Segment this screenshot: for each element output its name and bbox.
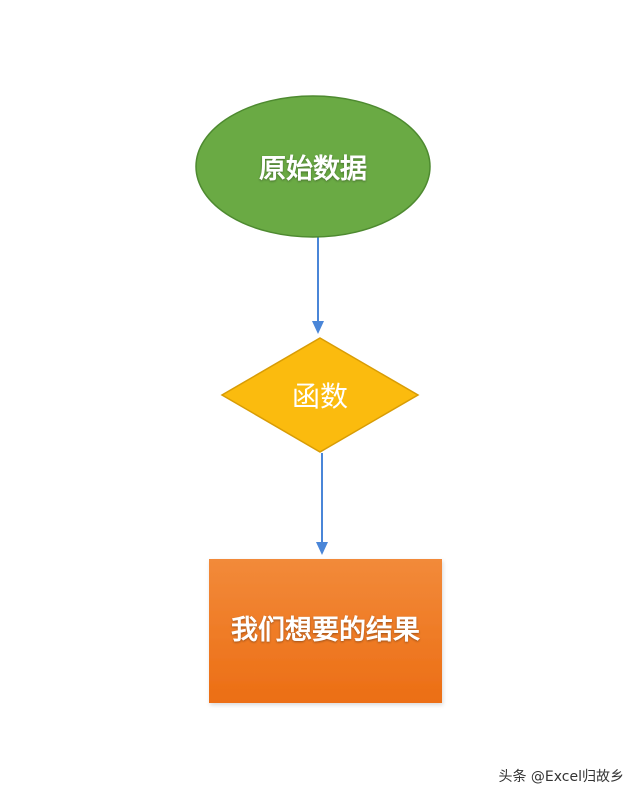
result-node-label: 我们想要的结果 <box>231 615 420 646</box>
start-node-ellipse[interactable] <box>195 95 431 238</box>
arrow-start-to-process <box>312 237 324 334</box>
watermark-text: 头条 @Excel归故乡 <box>498 769 624 785</box>
result-node-rectangle[interactable] <box>209 559 442 703</box>
arrow-process-to-result <box>316 453 328 555</box>
start-node-label: 原始数据 <box>259 154 367 185</box>
process-node-diamond[interactable] <box>220 337 420 453</box>
process-node-label: 函数 <box>291 380 348 413</box>
